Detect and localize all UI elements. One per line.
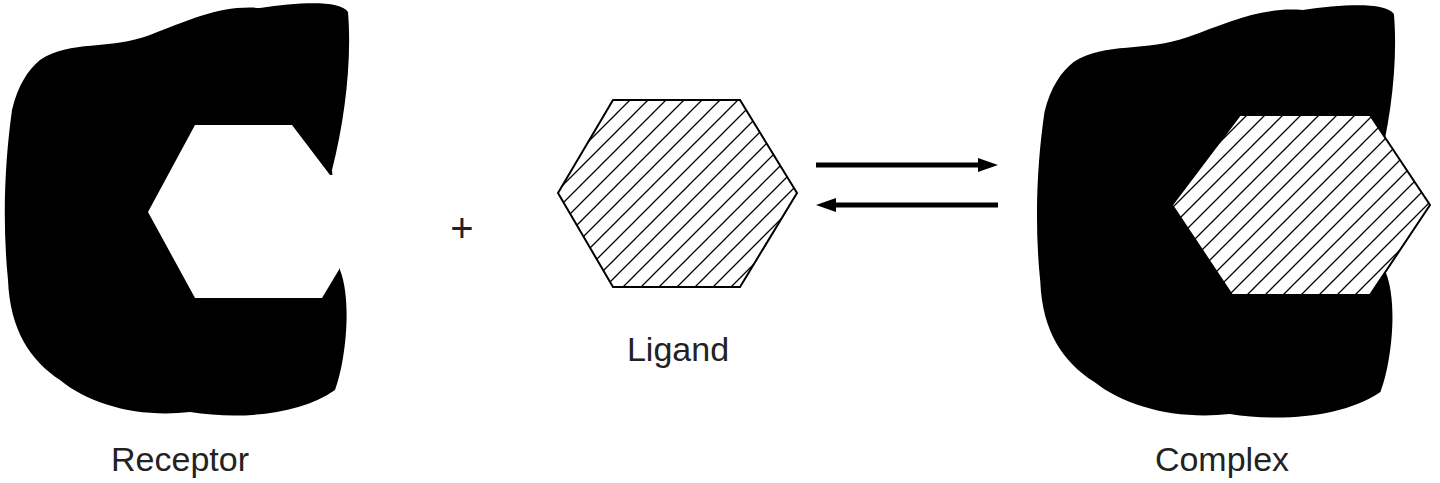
plus-sign: + xyxy=(450,206,473,250)
node-label: Complex xyxy=(1155,440,1289,478)
node-label: Ligand xyxy=(627,330,729,368)
receptor-shape-drawing xyxy=(0,0,360,483)
equilibrium-arrow xyxy=(816,198,998,212)
node-label: Receptor xyxy=(111,440,249,478)
receptor-shape: Receptor xyxy=(0,0,360,483)
equilibrium-arrow xyxy=(816,158,998,172)
complex-shape: Complex xyxy=(1002,0,1440,483)
complex-shape-drawing xyxy=(1002,0,1440,483)
ligand-hexagon: Ligand xyxy=(545,95,812,375)
